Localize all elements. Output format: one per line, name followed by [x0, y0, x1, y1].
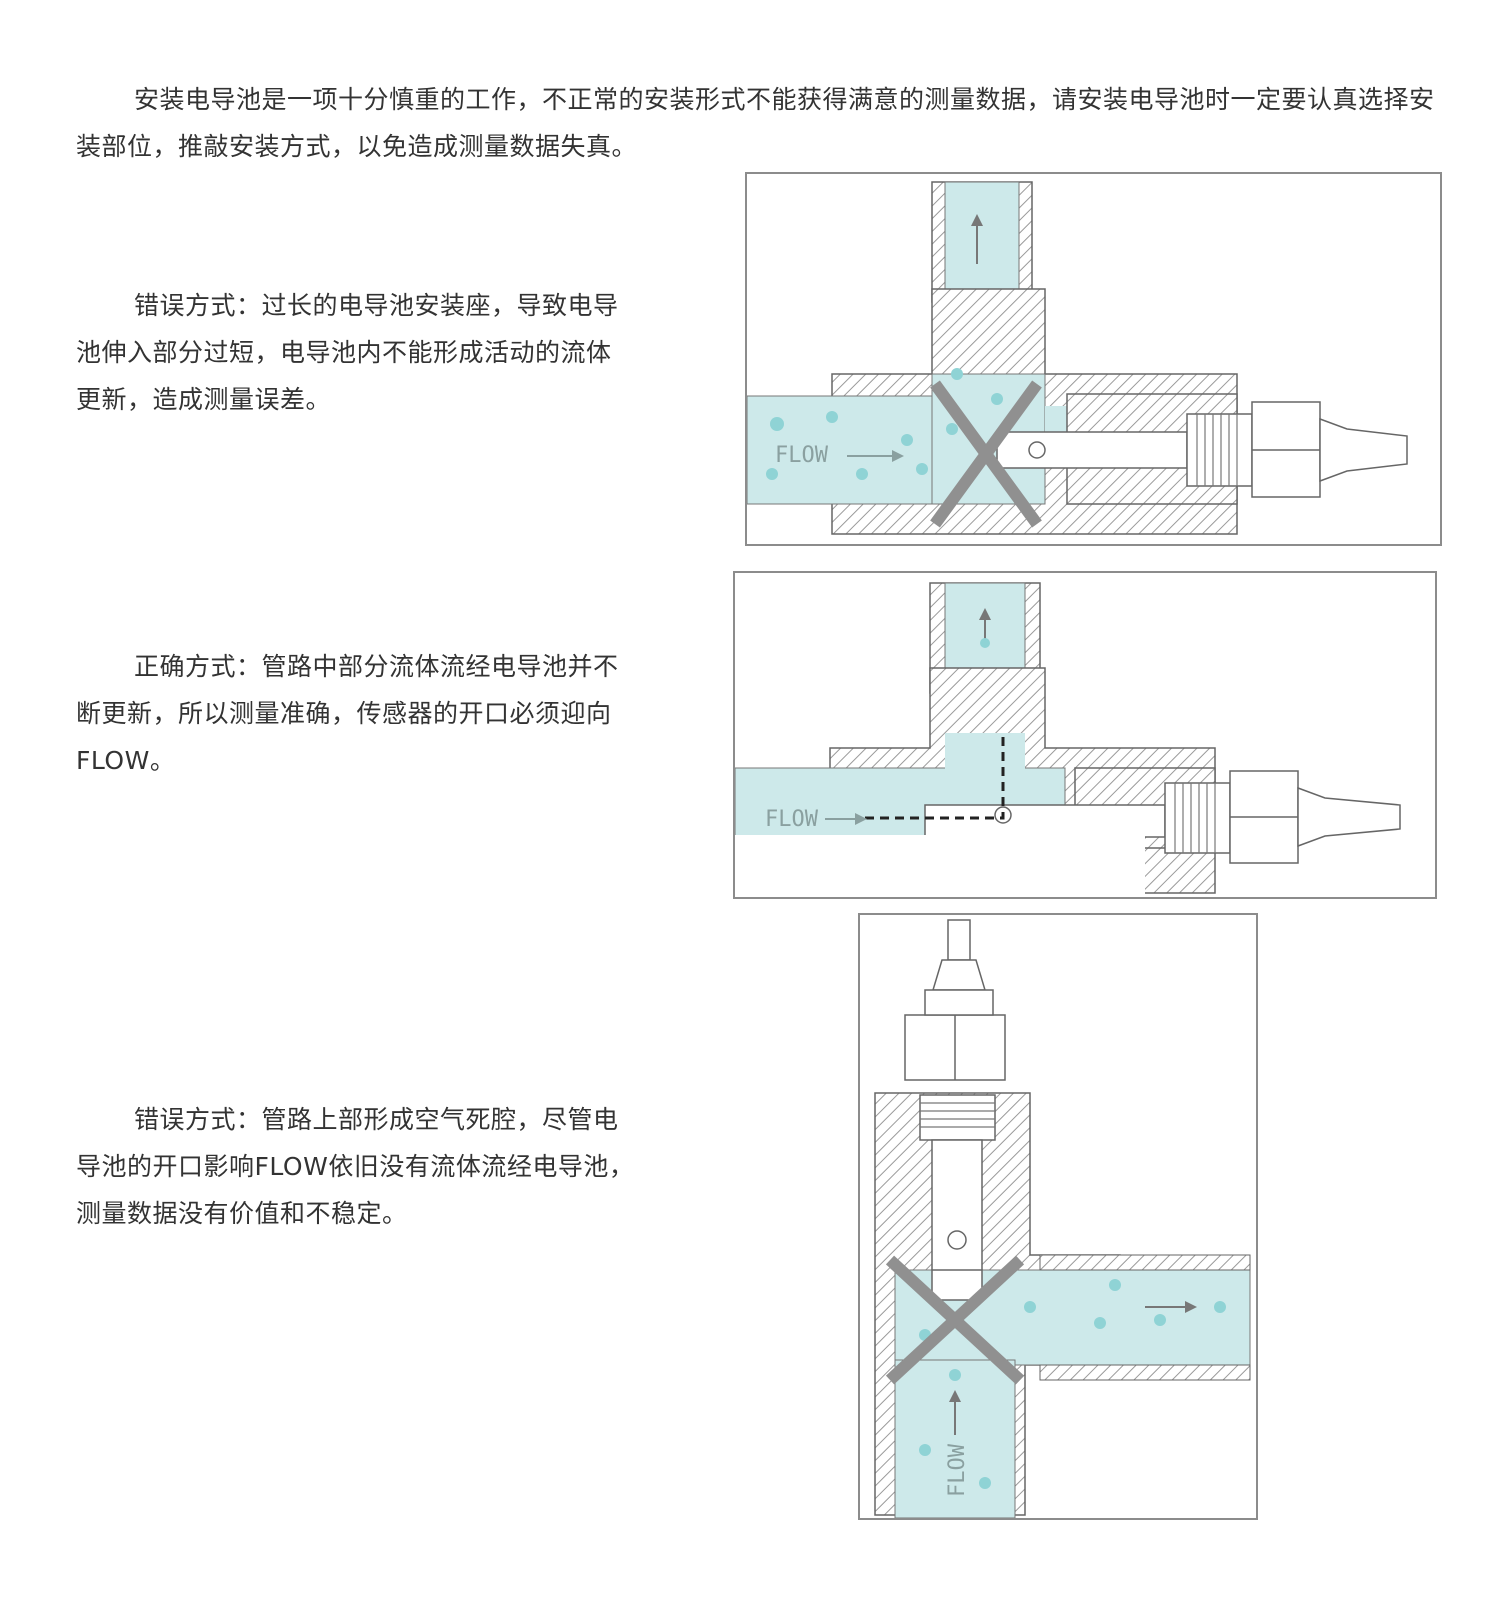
sensor-thread [919, 1094, 996, 1141]
figure-wrong-long-seat: FLOW [745, 172, 1442, 546]
sensor-opening [947, 1230, 967, 1250]
sensor-probe [996, 431, 1188, 469]
flow-label: FLOW [775, 443, 829, 468]
sensor-probe [924, 804, 1166, 838]
note-correct: 正确方式：管路中部分流体流经电导池并不断更新，所以测量准确，传感器的开口必须迎向… [76, 652, 619, 775]
sensor-thread [1164, 782, 1231, 854]
sensor-cable-end [1297, 786, 1401, 848]
figure-correct-install: FLOW [733, 571, 1437, 899]
diagram-correct-install: FLOW [735, 582, 1401, 897]
diagram-wrong-air-cavity: FLOW [874, 919, 1251, 1518]
inlet-water [747, 395, 933, 505]
intro-paragraph: 安装电导池是一项十分慎重的工作，不正常的安装形式不能获得满意的测量数据，请安装电… [76, 85, 1435, 161]
flow-label: FLOW [765, 807, 819, 832]
sensor-cable-end [947, 919, 971, 961]
note-wrong-1: 错误方式：过长的电导池安装座，导致电导池伸入部分过短，电导池内不能形成活动的流体… [76, 291, 619, 414]
sensor-thread [1186, 413, 1253, 487]
flow-path-dashed [865, 733, 1005, 820]
sensor-opening [1028, 441, 1046, 459]
wrong-cross-mark [885, 1255, 1025, 1385]
inlet-water [894, 1359, 1016, 1518]
figure-wrong-air-cavity: FLOW [858, 913, 1258, 1520]
sensor-cable-end [1319, 417, 1408, 483]
note-wrong-2: 错误方式：管路上部形成空气死腔，尽管电导池的开口影响FLOW依旧没有流体流经电导… [76, 1105, 635, 1228]
flow-label: FLOW [945, 1443, 970, 1497]
diagram-wrong-long-seat: FLOW [747, 181, 1408, 535]
wrong-cross-mark [930, 380, 1042, 528]
